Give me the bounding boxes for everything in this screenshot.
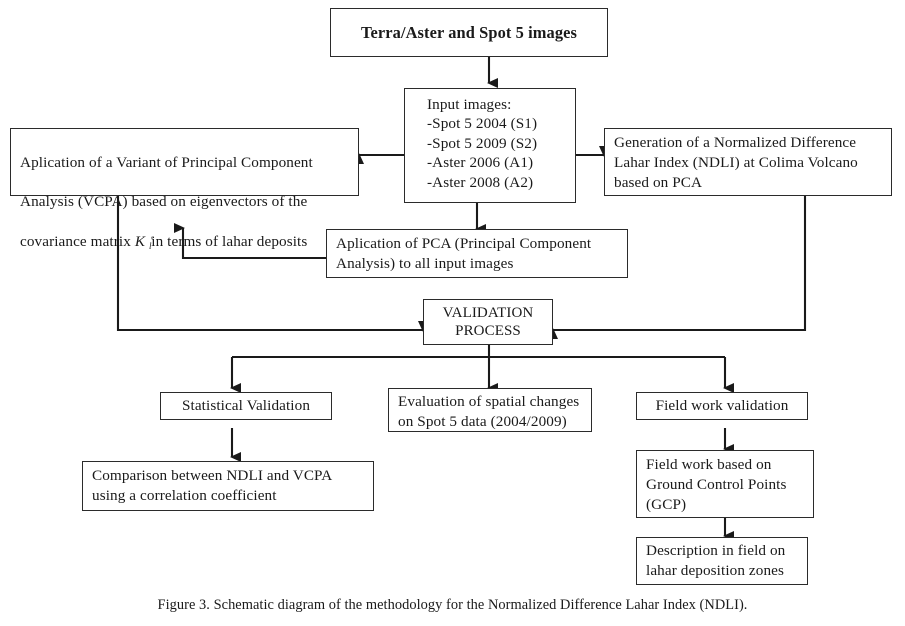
node-vcpa[interactable]: Aplication of a Variant of Principal Com…: [10, 128, 359, 251]
node-pca[interactable]: Aplication of PCA (Principal Component A…: [326, 229, 628, 278]
connector-ndli-to-validation: [548, 196, 807, 339]
node-comparison[interactable]: Comparison between NDLI and VCPA using a…: [82, 461, 374, 511]
vcpa-line-1: Aplication of a Variant of Principal Com…: [20, 153, 313, 171]
k-symbol: K: [134, 232, 146, 250]
node-source-images[interactable]: Terra/Aster and Spot 5 images: [330, 8, 608, 57]
node-ndli[interactable]: Generation of a Normalized Difference La…: [604, 128, 892, 196]
connector-vcpa-to-validation: [116, 196, 428, 332]
connector-pca-to-vcpa: [174, 223, 326, 260]
vcpa-line-3-prefix: covariance matrix: [20, 232, 135, 250]
node-description-field[interactable]: Description in field on lahar deposition…: [636, 537, 808, 585]
k-subscript: l: [149, 240, 152, 251]
vcpa-line-3-suffix: in terms of lahar deposits: [151, 232, 308, 250]
k-superscript: º: [150, 234, 154, 244]
node-validation-process[interactable]: VALIDATION PROCESS: [423, 299, 553, 345]
node-input-images[interactable]: Input images: -Spot 5 2004 (S1) -Spot 5 …: [404, 88, 576, 203]
node-spatial-changes[interactable]: Evaluation of spatial changes on Spot 5 …: [388, 388, 592, 432]
figure-caption: Figure 3. Schematic diagram of the metho…: [157, 597, 748, 613]
node-field-work-gcp[interactable]: Field work based on Ground Control Point…: [636, 450, 814, 518]
vcpa-line-2: Analysis (VCPA) based on eigenvectors of…: [20, 193, 308, 211]
node-statistical-validation[interactable]: Statistical Validation: [160, 392, 332, 420]
node-field-work-validation[interactable]: Field work validation: [636, 392, 808, 420]
